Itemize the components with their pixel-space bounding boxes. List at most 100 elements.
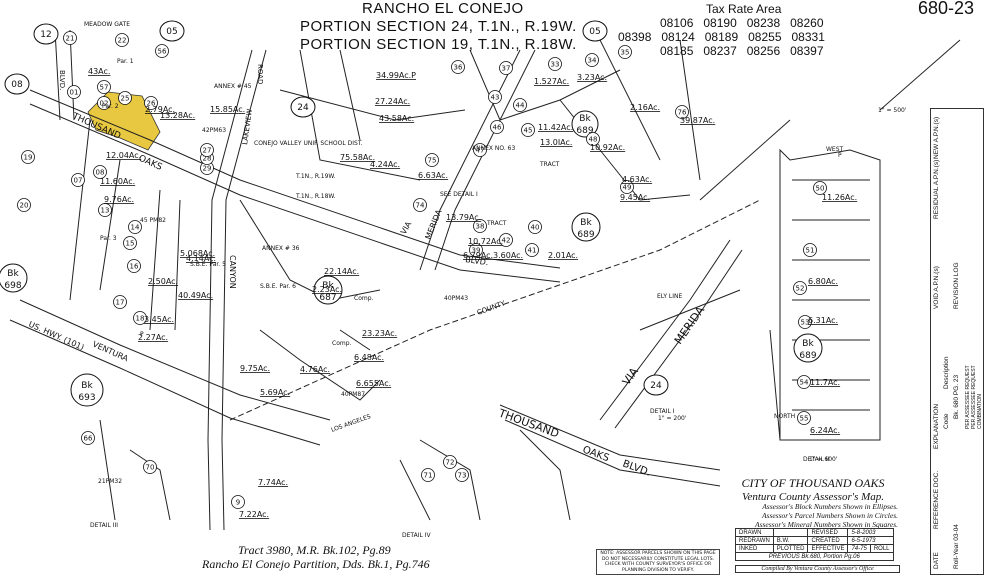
legend: Assessor's Block Numbers Shown in Ellips… (738, 502, 898, 529)
parcel-circle[interactable] (473, 143, 487, 157)
parcel-circle[interactable] (113, 295, 127, 309)
parcel-circle[interactable] (499, 233, 513, 247)
parcel-circle[interactable] (144, 96, 158, 110)
parcel-circle[interactable] (473, 219, 487, 233)
rev-cell: REVISED (807, 528, 849, 537)
parcel-circle[interactable] (81, 431, 95, 445)
thousand-oaks-blvd-north-edge (29, 89, 561, 269)
parcel-circle[interactable] (17, 198, 31, 212)
parcel-number: 72 (446, 459, 455, 467)
parcel-circle[interactable] (71, 173, 85, 187)
book-label-693-a: Bk (81, 381, 93, 391)
parcel-circle[interactable] (803, 243, 817, 257)
parcel-circle[interactable] (67, 85, 81, 99)
rev-cell: EFFECTIVE (807, 544, 849, 553)
parcel-circle[interactable] (793, 281, 807, 295)
parcel-circle[interactable] (123, 236, 137, 250)
map-title-line3: PORTION SECTION 19, T.1N., R.18W. (300, 36, 577, 53)
tra-code: 08237 (703, 44, 737, 58)
parcel-circle[interactable] (97, 96, 111, 110)
parcel-circle[interactable] (528, 220, 542, 234)
parcel-circle[interactable] (490, 120, 504, 134)
parcel-circle[interactable] (155, 44, 169, 58)
map-annotation: DETAIL II (803, 456, 830, 463)
parcel-circle[interactable] (455, 468, 469, 482)
parcel-circle[interactable] (797, 375, 811, 389)
parcel-number: 45 (524, 127, 533, 135)
parcel-number: 13 (101, 207, 110, 215)
tra-code: 08189 (704, 30, 739, 44)
block-24-b: 24 (650, 381, 662, 391)
street-blvd-detail: BLVD. (621, 458, 652, 478)
parcel-number: 08 (96, 169, 105, 177)
parcel-circle[interactable] (451, 60, 465, 74)
rev-cell: REDRAWN (735, 536, 774, 545)
parcel-circle[interactable] (620, 180, 634, 194)
tra-code: 08190 (703, 16, 737, 30)
assessor-note: NOTE: ASSESSOR PARCELS SHOWN ON THIS PAG… (596, 549, 720, 575)
parcel-circle[interactable] (469, 243, 483, 257)
rev-cell: ROLL (869, 544, 894, 553)
map-annotation: 1" = 200' (658, 415, 687, 422)
parcel-circle[interactable] (200, 143, 214, 157)
parcel-circle[interactable] (143, 460, 157, 474)
parcel-circle[interactable] (586, 132, 600, 146)
parcel-circle[interactable] (127, 259, 141, 273)
map-annotation: 45 PM82 (140, 217, 166, 224)
parcel-number: 66 (84, 435, 93, 443)
us-101-south-edge (9, 319, 321, 446)
parcel-number: 26 (147, 100, 156, 108)
parcel-acreage: 6.63Ac. (418, 171, 448, 180)
tra-code: 08255 (748, 30, 782, 44)
parcel-circle[interactable] (98, 203, 112, 217)
detail-thousand-oaks-blvd (499, 404, 721, 471)
parcel-circle[interactable] (797, 411, 811, 425)
parcel-number: 40 (531, 224, 540, 232)
map-annotation: 42PM63 (202, 127, 226, 134)
parcel-number: 54 (800, 379, 809, 387)
parcel-number: 34 (588, 57, 597, 65)
street-los-angeles: LOS ANGELES (330, 413, 372, 434)
map-annotation: P (140, 331, 144, 338)
street-merida: MERIDA (424, 208, 444, 241)
parcel-number: 38 (476, 223, 485, 231)
tax-rate-row-2: 08398 08124 08189 08255 08331 (618, 30, 825, 44)
parcel-circle[interactable] (548, 57, 562, 71)
parcel-number: 51 (806, 247, 815, 255)
detail-thousand-oaks-blvd-2 (504, 419, 721, 487)
parcel-number: 9 (236, 499, 240, 507)
parcel-circle[interactable] (128, 220, 142, 234)
parcel-circle[interactable] (488, 90, 502, 104)
city-block: CITY OF THOUSAND OAKS Ventura County Ass… (728, 476, 898, 503)
parcel-circle[interactable] (618, 45, 632, 59)
parcel-circle[interactable] (118, 91, 132, 105)
parcel-circle[interactable] (231, 495, 245, 509)
parcel-circle[interactable] (21, 150, 35, 164)
tra-code: 08398 (618, 30, 652, 44)
parcel-circle[interactable] (585, 53, 599, 67)
map-annotation: WEST (826, 146, 844, 153)
parcel-circle[interactable] (521, 123, 535, 137)
tra-code: 08256 (746, 44, 781, 58)
parcel-acreage: 4.24Ac. (370, 160, 400, 169)
parcel-circle[interactable] (115, 33, 129, 47)
parcel-circle[interactable] (97, 80, 111, 94)
parcel-circle[interactable] (525, 243, 539, 257)
parcel-circle[interactable] (421, 468, 435, 482)
parcel-circle[interactable] (798, 315, 812, 329)
parcel-circle[interactable] (499, 61, 513, 75)
parcel-circle[interactable] (813, 181, 827, 195)
parcel-circle[interactable] (133, 311, 147, 325)
parcel-circle[interactable] (443, 455, 457, 469)
parcel-circle[interactable] (413, 198, 427, 212)
parcel-circle[interactable] (63, 31, 77, 45)
parcel-circle[interactable] (425, 153, 439, 167)
parcel-circle[interactable] (93, 165, 107, 179)
compiled-by: Compiled By Ventura County Assessor's Of… (735, 565, 900, 573)
parcel-number: 70 (146, 464, 155, 472)
map-annotation: 1" = 600' (809, 456, 838, 463)
parcel-circle[interactable] (675, 105, 689, 119)
parcel-acreage: 4.63Ac. (622, 175, 652, 184)
parcel-circle[interactable] (513, 98, 527, 112)
